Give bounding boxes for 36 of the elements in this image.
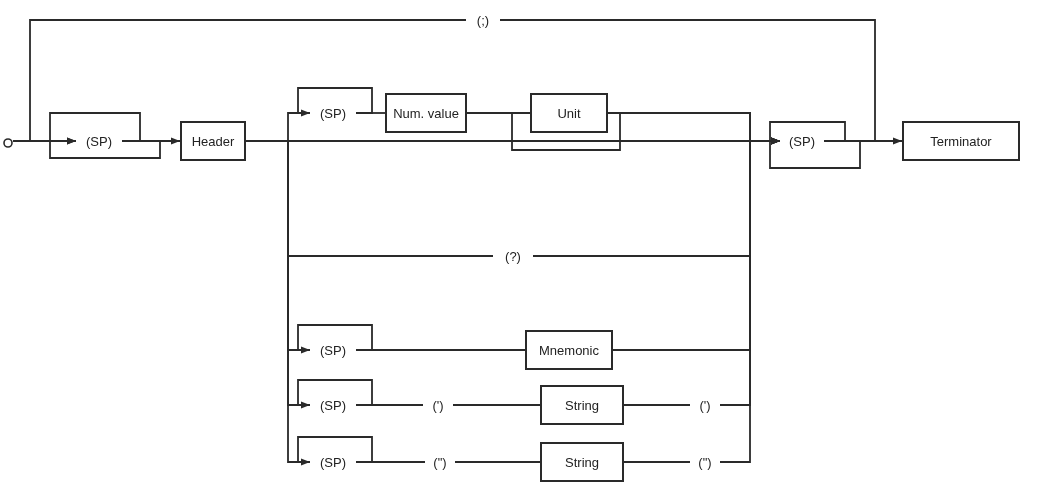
connector-line [355, 349, 526, 351]
syntax-box: Mnemonic [525, 330, 613, 370]
arrow [297, 379, 373, 409]
connector-line [121, 140, 181, 142]
syntax-token: (SP) [780, 132, 824, 150]
syntax-box: Unit [530, 93, 608, 133]
syntax-token: (SP) [310, 341, 356, 359]
arrow [297, 87, 373, 117]
syntax-box: String [540, 385, 624, 425]
syntax-token: (?) [493, 247, 533, 265]
syntax-token: (') [690, 396, 720, 414]
syntax-token: (SP) [310, 104, 356, 122]
arrow [297, 324, 373, 354]
arrow [769, 121, 846, 145]
connector-line [499, 19, 876, 142]
connector-line [454, 461, 541, 463]
connector-line [355, 112, 386, 114]
syntax-box: Terminator [902, 121, 1020, 161]
syntax-token: (SP) [76, 132, 122, 150]
syntax-box: Num. value [385, 93, 467, 133]
start-circle [3, 136, 13, 146]
syntax-token: (") [425, 453, 455, 471]
connector-line [623, 461, 691, 463]
connector-line [355, 461, 426, 463]
connector-line [452, 404, 541, 406]
connector-line [623, 404, 691, 406]
syntax-token: (') [423, 396, 453, 414]
syntax-token: (") [690, 453, 720, 471]
syntax-token: (SP) [310, 396, 356, 414]
arrow [29, 19, 467, 145]
syntax-token: (;) [466, 11, 500, 29]
syntax-token: (SP) [310, 453, 356, 471]
syntax-box: String [540, 442, 624, 482]
syntax-box: Header [180, 121, 246, 161]
arrow [297, 436, 373, 466]
connector-line [355, 404, 424, 406]
